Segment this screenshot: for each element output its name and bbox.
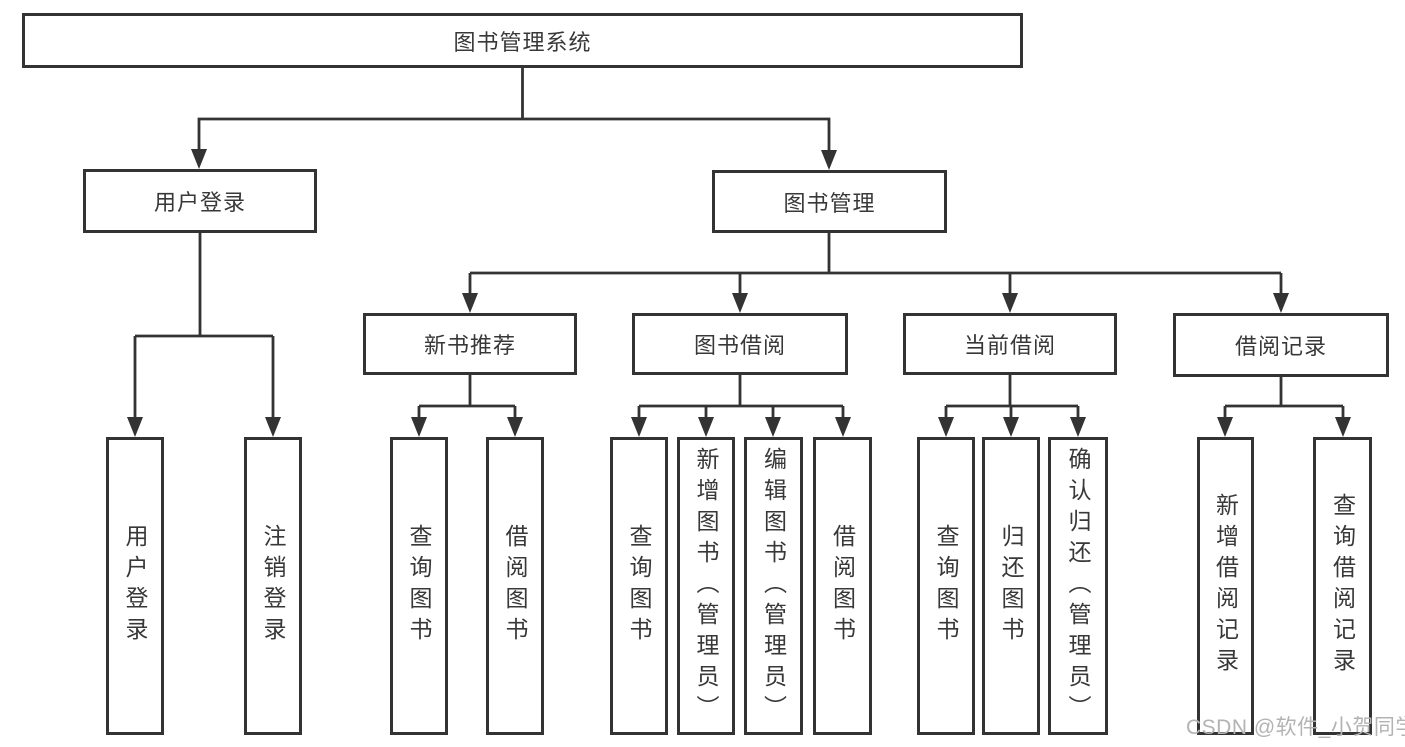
arrow-leaf-3 bbox=[411, 417, 427, 437]
leaf-logout-label: 注销登录 bbox=[260, 524, 286, 648]
arrow-leaf-4 bbox=[507, 417, 523, 437]
arrow-leaf-9 bbox=[938, 417, 954, 437]
connector-recommendation-split bbox=[417, 375, 517, 420]
arrow-to-current bbox=[1002, 293, 1018, 313]
arrow-to-book-management bbox=[821, 150, 837, 170]
connector-user-login-split bbox=[133, 233, 275, 420]
leaf-add-borrow-record-label: 新增借阅记录 bbox=[1212, 493, 1239, 679]
connector-level2-split bbox=[197, 117, 831, 152]
leaf-borrow-books-borrowing-label: 借阅图书 bbox=[829, 524, 856, 648]
leaf-query-books-current: 查询图书 bbox=[917, 437, 975, 735]
leaf-query-books-borrowing: 查询图书 bbox=[610, 437, 668, 735]
leaf-query-books-borrowing-label: 查询图书 bbox=[626, 524, 652, 648]
leaf-query-books-recommend-label: 查询图书 bbox=[406, 524, 432, 648]
leaf-confirm-return-admin: 确认归还（管理员） bbox=[1048, 437, 1108, 735]
node-current-borrowing: 当前借阅 bbox=[903, 313, 1117, 375]
leaf-query-borrow-record: 查询借阅记录 bbox=[1313, 437, 1372, 735]
leaf-borrow-books-recommend-label: 借阅图书 bbox=[502, 524, 528, 648]
leaf-add-books-admin: 新增图书（管理员） bbox=[677, 437, 735, 735]
leaf-query-borrow-record-label: 查询借阅记录 bbox=[1329, 493, 1356, 679]
leaf-edit-books-admin: 编辑图书（管理员） bbox=[744, 437, 803, 735]
connector-borrowing-split bbox=[637, 375, 845, 420]
arrow-leaf-11 bbox=[1070, 417, 1086, 437]
node-borrowing-records: 借阅记录 bbox=[1173, 313, 1389, 377]
leaf-borrow-books-recommend: 借阅图书 bbox=[486, 437, 544, 735]
arrow-leaf-6 bbox=[698, 417, 714, 437]
connector-book-management-split bbox=[468, 233, 1283, 296]
arrow-to-recommendation bbox=[462, 293, 478, 313]
leaf-logout: 注销登录 bbox=[244, 437, 302, 735]
arrowheads bbox=[127, 149, 1351, 437]
leaf-edit-books-admin-label: 编辑图书（管理员） bbox=[760, 446, 787, 726]
node-new-book-recommendation: 新书推荐 bbox=[363, 313, 577, 375]
arrow-leaf-10 bbox=[1003, 417, 1019, 437]
node-book-borrowing: 图书借阅 bbox=[632, 313, 848, 375]
leaf-borrow-books-borrowing: 借阅图书 bbox=[813, 437, 872, 735]
arrow-leaf-8 bbox=[835, 417, 851, 437]
csdn-watermark: CSDN @软件_小贺同学 bbox=[1186, 716, 1405, 739]
node-book-management: 图书管理 bbox=[712, 170, 947, 233]
arrow-to-records bbox=[1273, 293, 1289, 313]
connector-records-split bbox=[1223, 377, 1345, 420]
connector-paths bbox=[133, 68, 1345, 420]
arrow-leaf-5 bbox=[631, 417, 647, 437]
arrow-leaf-12 bbox=[1217, 417, 1233, 437]
arrow-leaf-13 bbox=[1335, 417, 1351, 437]
leaf-add-borrow-record: 新增借阅记录 bbox=[1197, 437, 1254, 735]
arrow-leaf-1 bbox=[127, 417, 143, 437]
leaf-return-books: 归还图书 bbox=[982, 437, 1040, 735]
leaf-query-books-recommend: 查询图书 bbox=[390, 437, 448, 735]
leaf-confirm-return-admin-label: 确认归还（管理员） bbox=[1065, 446, 1091, 726]
leaf-return-books-label: 归还图书 bbox=[998, 524, 1024, 648]
node-library-management-system: 图书管理系统 bbox=[22, 13, 1023, 68]
leaf-add-books-admin-label: 新增图书（管理员） bbox=[693, 446, 719, 726]
leaf-query-books-current-label: 查询图书 bbox=[933, 524, 959, 648]
node-user-login-module: 用户登录 bbox=[83, 169, 317, 233]
arrow-leaf-2 bbox=[265, 417, 281, 437]
arrow-to-borrowing bbox=[732, 293, 748, 313]
leaf-user-login: 用户登录 bbox=[106, 437, 164, 735]
connector-current-split bbox=[944, 375, 1080, 420]
arrow-leaf-7 bbox=[765, 417, 781, 437]
arrow-to-user-login bbox=[191, 149, 207, 169]
leaf-user-login-label: 用户登录 bbox=[122, 524, 148, 648]
